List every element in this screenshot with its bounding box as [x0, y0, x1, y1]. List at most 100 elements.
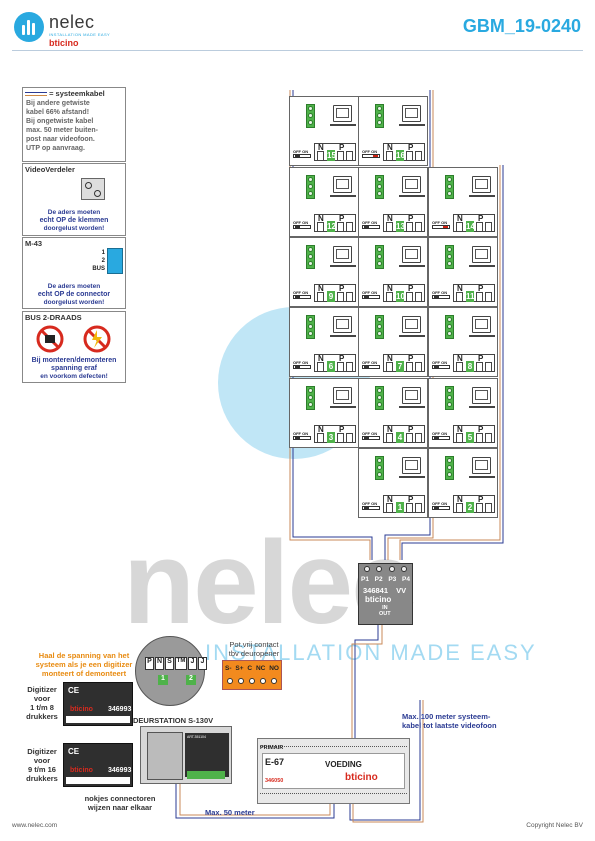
switch-label: OFF ON: [293, 290, 309, 295]
monitor-base: [469, 476, 495, 478]
switch-label: OFF ON: [293, 360, 309, 365]
address-number: 9: [327, 291, 335, 302]
no-power-icons: [36, 325, 111, 353]
termination-switch: [362, 295, 380, 299]
termination-switch: [362, 436, 380, 440]
address-number: 4: [396, 432, 404, 443]
legend-line: UTP op aanvraag.: [26, 145, 86, 152]
bus-terminal-icon: [306, 175, 315, 199]
switch-label: OFF ON: [432, 501, 448, 506]
ce-mark: CE: [68, 747, 80, 756]
connector-pin: N: [155, 657, 164, 670]
relay-pin: NC: [255, 665, 266, 672]
m43-warning: De aders moeten: [47, 283, 101, 290]
termination-switch: [293, 154, 311, 158]
p-switch-1: [337, 433, 344, 443]
n-label: N: [457, 354, 463, 363]
p-label: P: [478, 354, 484, 363]
relay-title-line: Pot.vrij contact: [229, 640, 279, 649]
bus-terminal-icon: [306, 104, 315, 128]
bus-terminal-icon: [445, 175, 454, 199]
monitor-screen-icon: [333, 316, 352, 333]
digitizer-1-line: 1 t/m 8: [30, 703, 54, 712]
relay-title-line: tbv deuropener: [228, 649, 280, 658]
psu-primary: PRIMAIR: [260, 745, 284, 751]
switch-label: OFF ON: [293, 431, 309, 436]
relay-pin: S-: [225, 665, 232, 672]
switch-label: OFF ON: [432, 431, 448, 436]
p-switch-2: [485, 222, 492, 232]
n-label: N: [318, 143, 324, 152]
p-switch-1: [476, 292, 483, 302]
p-switch-2: [346, 292, 353, 302]
distributor-model: 346841: [363, 586, 389, 595]
logo-bticino: bticino: [49, 38, 79, 48]
bus-title: BUS 2-DRAADS: [25, 313, 82, 322]
p-switch-2: [485, 292, 492, 302]
logo-tagline: INSTALLATION MADE EASY: [49, 32, 111, 37]
bus-terminal-icon: [306, 386, 315, 410]
p-label: P: [408, 354, 414, 363]
p-switch-1: [337, 151, 344, 161]
psu-label: VOEDING: [325, 760, 362, 769]
monitor-screen-icon: [472, 457, 491, 474]
m43-title: M-43: [25, 239, 43, 248]
p-label: P: [339, 284, 345, 293]
p-label: P: [408, 214, 414, 223]
p-switch-1: [476, 503, 483, 513]
power-warning-line: systeem als je een digitizer: [35, 660, 133, 669]
monitor-base: [399, 406, 425, 408]
switch-label: OFF ON: [362, 149, 378, 154]
address-number: 6: [327, 361, 335, 372]
distributor-port: P2: [374, 576, 383, 583]
digitizer-2-line: drukkers: [26, 774, 58, 783]
psu-brand: bticino: [345, 772, 378, 783]
monitor-base: [330, 335, 356, 337]
monitor-base: [330, 406, 356, 408]
bus-terminal-icon: [375, 456, 384, 480]
switch-label: OFF ON: [293, 220, 309, 225]
monitor-screen-icon: [402, 316, 421, 333]
termination-switch: [293, 365, 311, 369]
address-number: 7: [396, 361, 404, 372]
address-number: 1: [396, 502, 404, 513]
videoverdeler-panel: VideoVerdeler De aders moeten echt OP de…: [22, 163, 126, 236]
termination-switch: [432, 365, 450, 369]
switch-label: OFF ON: [432, 220, 448, 225]
relay-pin: S+: [235, 665, 244, 672]
termination-switch: [362, 506, 380, 510]
ce-mark: CE: [68, 686, 80, 695]
termination-switch: [293, 295, 311, 299]
connector-pin: S: [165, 657, 174, 670]
p-switch-2: [485, 433, 492, 443]
video-distributor: P1 P2 P3 P4 346841 VV bticino IN OUT: [358, 563, 413, 625]
power-warning-line: monteert of demonteert: [41, 669, 127, 678]
videoverdeler-icon: [81, 178, 105, 200]
address-number: 14: [466, 221, 475, 232]
legend-line: max. 50 meter buiten-: [26, 127, 98, 134]
termination-switch: [432, 295, 450, 299]
p-switch-1: [406, 503, 413, 513]
monitor-base: [330, 124, 356, 126]
digitizer-model: 346993: [108, 767, 132, 774]
n-switch: [456, 362, 463, 372]
relay-pin: NO: [269, 665, 279, 672]
cable-legend-panel: = systeemkabel Bij andere getwiste kabel…: [22, 87, 126, 162]
max-100-line: Max. 100 meter systeem-: [402, 712, 491, 721]
n-switch: [317, 433, 324, 443]
address-number: 10: [396, 291, 405, 302]
doorstation: ART.351104: [140, 726, 232, 784]
monitor-screen-icon: [333, 246, 352, 263]
p-label: P: [408, 284, 414, 293]
monitor-base: [469, 335, 495, 337]
bus-terminal-icon: [445, 456, 454, 480]
videoverdeler-warning: De aders moeten: [47, 209, 101, 216]
m43-pin-label: 1: [101, 250, 105, 256]
distributor-suffix: VV: [396, 586, 407, 595]
